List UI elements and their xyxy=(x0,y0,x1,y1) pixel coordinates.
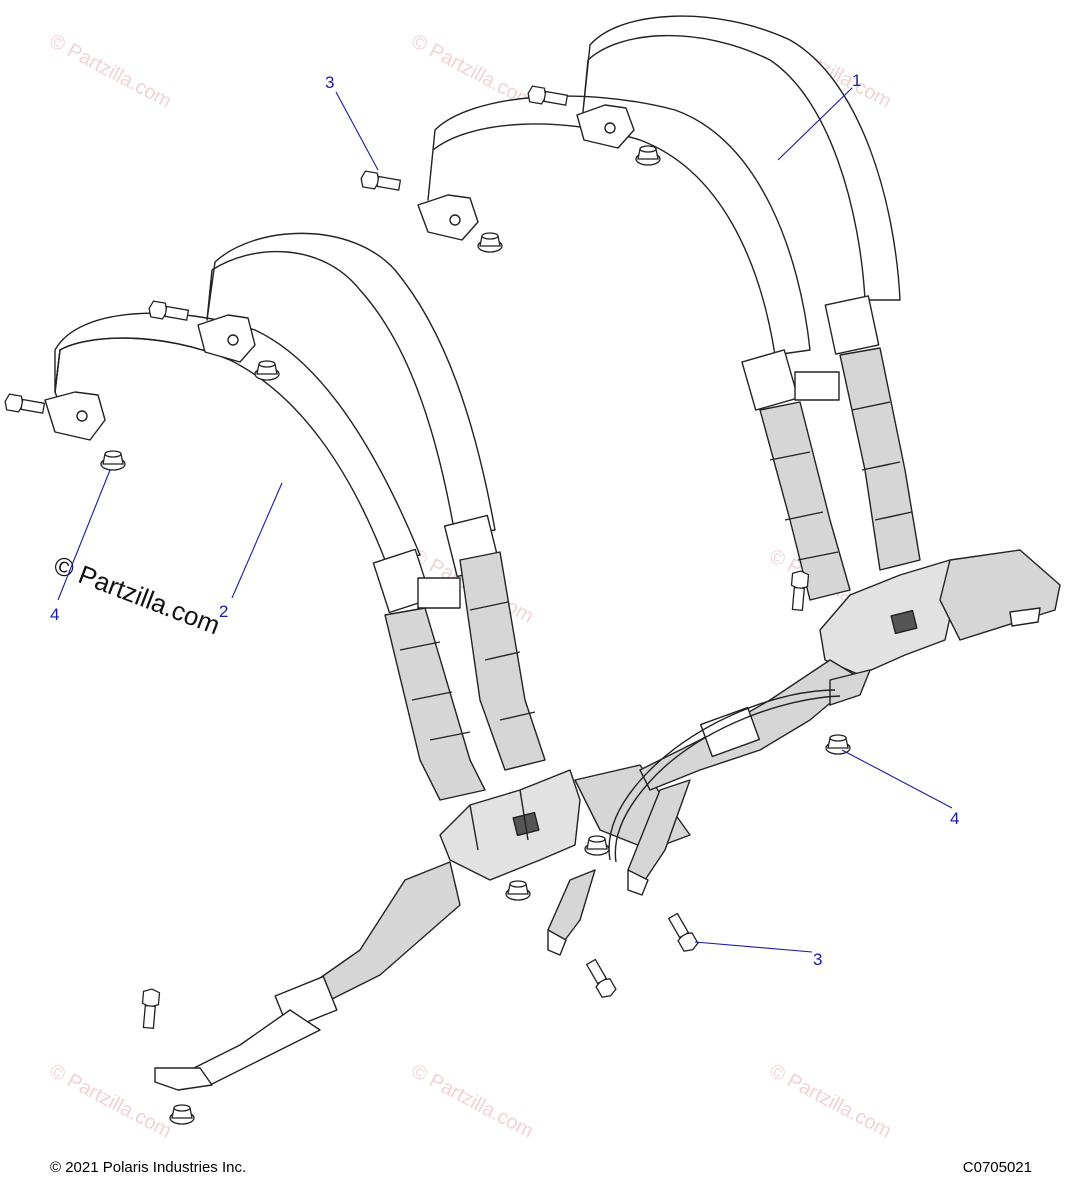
flange-nut xyxy=(100,450,126,471)
bolt xyxy=(585,958,617,998)
right-tether-tab xyxy=(627,869,649,896)
leader-line-4b xyxy=(841,749,953,809)
callout-labels: 1 2 3 3 4 4 xyxy=(50,71,959,969)
flange-nut xyxy=(584,835,610,856)
right-outer-adjuster xyxy=(741,349,799,411)
left-lower-strap-a xyxy=(384,607,486,801)
bolts xyxy=(4,85,810,1030)
left-outer-anchor-tab xyxy=(44,391,106,441)
callout-layer xyxy=(57,87,953,953)
callout-4: 4 xyxy=(50,605,59,624)
left-inner-anchor-tab xyxy=(197,314,256,363)
flange-nut xyxy=(169,1104,195,1125)
copyright-text: © 2021 Polaris Industries Inc. xyxy=(50,1159,247,1176)
leader-line-3a xyxy=(335,91,379,171)
bolt xyxy=(790,570,810,612)
nuts xyxy=(100,145,851,1125)
leader-line-4a xyxy=(57,469,111,601)
callout-2: 2 xyxy=(219,602,228,621)
left-lap-strap-outer xyxy=(309,861,461,1001)
left-lap-end-strap xyxy=(189,1009,321,1086)
flange-nut xyxy=(477,232,503,253)
left-lower-strap-b xyxy=(459,551,546,771)
left-inner-shoulder-strap xyxy=(206,232,496,536)
seat-belt-diagram: © Partzilla.com © Partzilla.com © Partzi… xyxy=(4,15,1061,1143)
right-inner-shoulder-strap xyxy=(582,15,901,301)
center-tether-tab xyxy=(547,929,567,956)
bolt xyxy=(148,300,190,321)
left-seat-harness xyxy=(44,232,691,1091)
center-tether-strap xyxy=(547,869,596,941)
bolt xyxy=(667,912,699,952)
right-inner-adjuster xyxy=(824,295,880,355)
left-buckle xyxy=(439,769,581,881)
flange-nut xyxy=(635,145,661,166)
bolt xyxy=(141,988,161,1030)
watermark: © Partzilla.com xyxy=(46,30,175,113)
bolt xyxy=(4,393,46,414)
callout-1: 1 xyxy=(852,71,861,90)
right-lap-end-tab xyxy=(1009,607,1041,627)
flange-nut xyxy=(825,734,851,755)
flange-nut xyxy=(254,360,280,381)
flange-nut xyxy=(505,880,531,901)
callout-3: 3 xyxy=(813,950,822,969)
right-tether-strap xyxy=(627,779,691,881)
leader-line-3b xyxy=(694,941,813,953)
leader-line-2 xyxy=(231,482,283,599)
callout-4: 4 xyxy=(950,809,959,828)
right-outer-anchor-tab xyxy=(417,194,479,241)
callout-3: 3 xyxy=(325,73,334,92)
right-lap-strap-right xyxy=(939,549,1061,641)
bolt xyxy=(360,170,402,191)
watermark: © Partzilla.com xyxy=(766,1060,895,1143)
left-lap-end-tab xyxy=(154,1067,213,1091)
right-outer-shoulder-strap xyxy=(427,95,811,356)
left-outer-adjuster xyxy=(372,548,432,614)
right-lower-strap-a xyxy=(759,401,851,601)
wire-harness xyxy=(608,689,836,861)
right-lap-adjuster xyxy=(699,706,761,758)
watermark-prominent: © Partzilla.com xyxy=(50,550,224,641)
watermark: © Partzilla.com xyxy=(408,1060,537,1143)
right-seat-harness xyxy=(417,15,1061,896)
bolt xyxy=(527,85,569,106)
right-lower-strap-b xyxy=(839,347,921,571)
leader-line-1 xyxy=(777,87,853,161)
diagram-code: C0705021 xyxy=(962,1159,1032,1176)
